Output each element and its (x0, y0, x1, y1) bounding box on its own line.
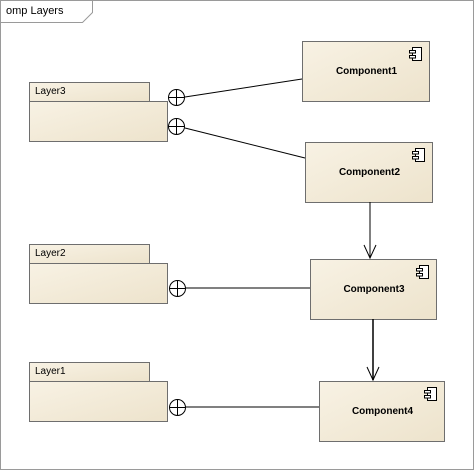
component-icon (424, 387, 437, 401)
connector-layer3-component1[interactable] (184, 78, 303, 98)
diagram-title: omp Layers (6, 5, 64, 17)
package-label-layer2: Layer2 (35, 248, 66, 259)
package-label-layer3: Layer3 (35, 86, 66, 97)
component-label-4: Component4 (351, 406, 414, 417)
arrowhead (366, 366, 380, 382)
component-box-2[interactable] (305, 142, 433, 203)
nesting-icon (168, 118, 185, 135)
nesting-icon (168, 89, 185, 106)
package-layer2[interactable] (29, 244, 168, 304)
component-label-1: Component1 (335, 66, 398, 77)
component-label-3: Component3 (343, 284, 405, 295)
component-icon (416, 265, 429, 279)
component-icon (412, 148, 425, 162)
component-box-1[interactable] (302, 41, 430, 102)
component-box-4[interactable] (319, 381, 445, 442)
nesting-icon (169, 399, 186, 416)
package-layer1[interactable] (29, 362, 168, 422)
connector-layer3-component2[interactable] (184, 127, 306, 159)
component-label-2: Component2 (338, 167, 401, 178)
nesting-icon (169, 280, 186, 297)
package-label-layer1: Layer1 (35, 366, 66, 377)
package-layer3[interactable] (29, 82, 168, 142)
frame-tab (0, 0, 93, 23)
component-icon (409, 47, 422, 61)
arrowhead (363, 244, 377, 260)
component-box-3[interactable] (310, 259, 437, 320)
